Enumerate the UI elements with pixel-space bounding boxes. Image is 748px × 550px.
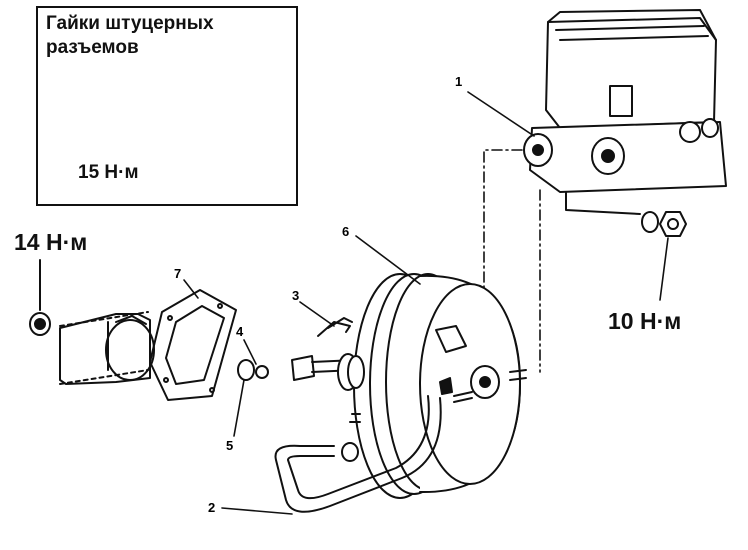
inset-panel: Гайки штуцерных разъемов [36, 6, 298, 206]
callout-5: 5 [226, 438, 233, 453]
callout-2: 2 [208, 500, 215, 515]
clip-and-washer [237, 359, 269, 381]
master-cylinder [523, 9, 727, 215]
callout-4: 4 [236, 324, 244, 339]
vacuum-hose [274, 395, 442, 513]
inset-torque-label: 15 Н·м [78, 162, 139, 183]
mounting-nut-left [29, 259, 51, 336]
mounting-nut-right [641, 211, 687, 237]
gasket [149, 289, 237, 401]
callout-7: 7 [174, 266, 181, 281]
right-torque-label: 10 Н·м [608, 308, 682, 334]
mounting-bracket [59, 311, 155, 385]
push-rod [291, 317, 365, 391]
vacuum-booster [341, 273, 527, 499]
callout-6: 6 [342, 224, 349, 239]
left-torque-label: 14 Н·м [14, 229, 88, 255]
callout-1: 1 [455, 74, 462, 89]
leader-lines [183, 91, 669, 515]
inset-title: Гайки штуцерных разъемов [46, 13, 214, 58]
callout-3: 3 [292, 288, 299, 303]
